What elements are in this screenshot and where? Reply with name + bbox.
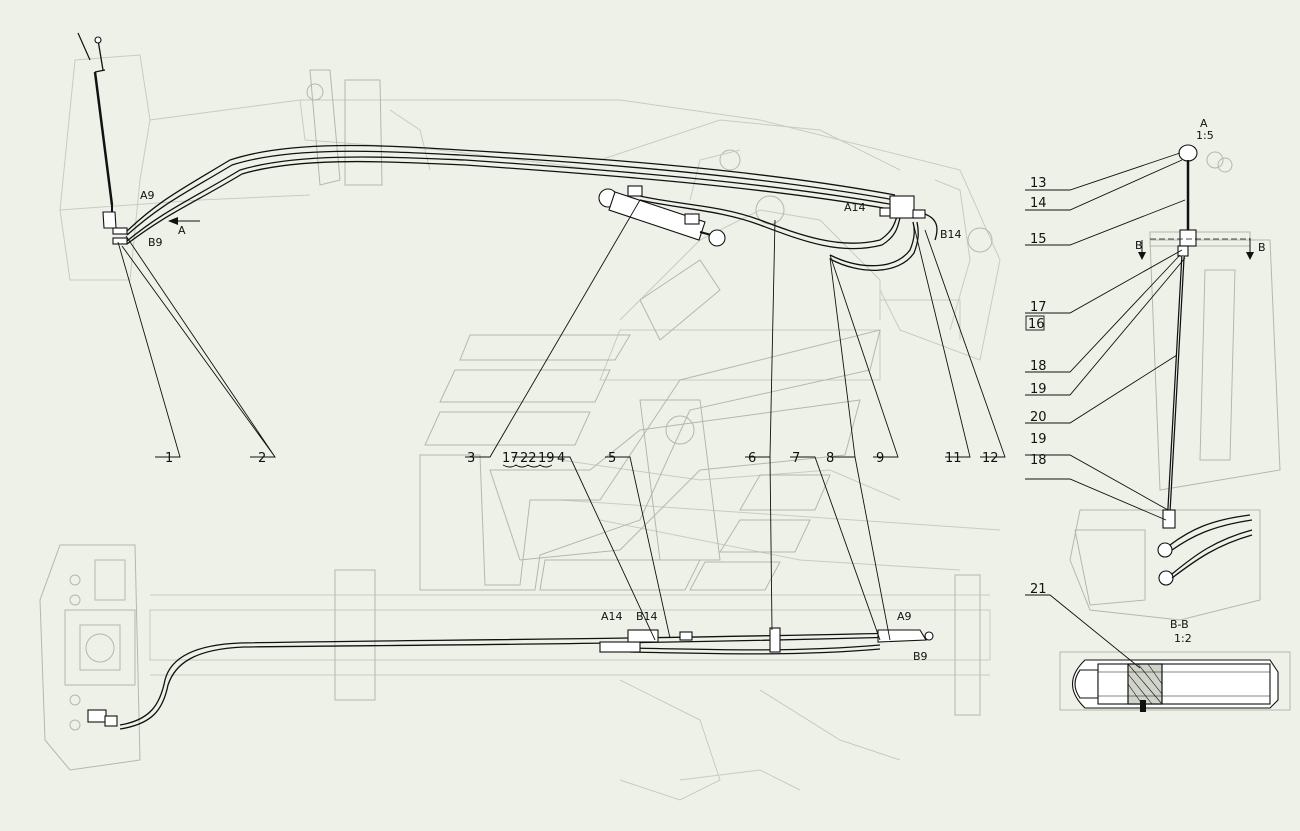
- part-number-17: 17: [502, 451, 519, 466]
- label-b14-top: B14: [940, 228, 962, 241]
- callout-19-lower: 19: [1030, 432, 1047, 447]
- callout-13: 13: [1030, 176, 1047, 191]
- view-a-detail: [1069, 144, 1281, 621]
- hydraulic-cylinder: [598, 185, 726, 247]
- part-number-19: 19: [538, 451, 555, 466]
- part-number-6: 6: [748, 451, 756, 466]
- callout-15: 15: [1030, 232, 1047, 247]
- part-number-4: 4: [557, 451, 565, 466]
- section-bb-detail: [1059, 651, 1291, 712]
- part-number-7: 7: [792, 451, 800, 466]
- part-number-2: 2: [258, 451, 266, 466]
- label-a9-bottom: A9: [897, 610, 912, 623]
- top-hoses: [126, 144, 896, 245]
- arrow-label: A: [178, 224, 186, 237]
- part-number-9: 9: [876, 451, 884, 466]
- view-a-title: A: [1200, 117, 1208, 130]
- leader-lines: [117, 152, 1186, 669]
- part-number-5: 5: [608, 451, 616, 466]
- section-bb-labels: B-B 1:2 21: [1030, 582, 1192, 645]
- part-number-3: 3: [467, 451, 475, 466]
- callout-18-lower: 18: [1030, 453, 1047, 468]
- section-bb-title: B-B: [1170, 618, 1189, 631]
- callout-16: 16: [1028, 317, 1045, 332]
- callout-18: 18: [1030, 359, 1047, 374]
- label-b14-bottom: B14: [636, 610, 658, 623]
- right-valve-block: [879, 195, 938, 241]
- label-a14-top: A14: [844, 201, 866, 214]
- label-a14-bottom: A14: [601, 610, 623, 623]
- section-mark-right: B: [1258, 241, 1266, 254]
- label-b9-bottom: B9: [913, 650, 928, 663]
- callout-21: 21: [1030, 582, 1047, 597]
- part-number-12: 12: [982, 451, 999, 466]
- view-arrow-a: A: [168, 217, 200, 237]
- part-number-1: 1: [165, 451, 173, 466]
- callout-19: 19: [1030, 382, 1047, 397]
- callout-20: 20: [1030, 410, 1047, 425]
- part-number-22: 22: [520, 451, 537, 466]
- bottom-cylinder: [87, 627, 934, 727]
- view-a-labels: A 1:5 13 14 15 17 16 18 19 20 19 18 B B: [1025, 117, 1266, 468]
- control-lever-top: [77, 32, 128, 245]
- callout-17: 17: [1030, 300, 1047, 315]
- section-bb-scale: 1:2: [1174, 632, 1192, 645]
- connection-labels: A9 B9 A14 B14 A14 B14 A9 B9: [140, 189, 962, 663]
- tractor-frame-ghost-top: [59, 54, 1001, 381]
- decal-blocks: [419, 329, 881, 591]
- part-number-11: 11: [945, 451, 962, 466]
- view-a-scale: 1:5: [1196, 129, 1214, 142]
- label-b9-top: B9: [148, 236, 163, 249]
- tractor-frame-ghost-bottom: [149, 399, 1001, 801]
- bottom-hoses: [119, 632, 901, 730]
- label-a9-top: A9: [140, 189, 155, 202]
- cab-control-panel: [39, 544, 141, 771]
- callout-14: 14: [1030, 196, 1047, 211]
- cylinder-hoses: [639, 195, 919, 271]
- part-number-labels: 1 2 3 17 22 19 4 5 6 7 8 9 11 12: [165, 451, 999, 468]
- section-mark-left: B: [1135, 239, 1143, 252]
- part-number-8: 8: [826, 451, 834, 466]
